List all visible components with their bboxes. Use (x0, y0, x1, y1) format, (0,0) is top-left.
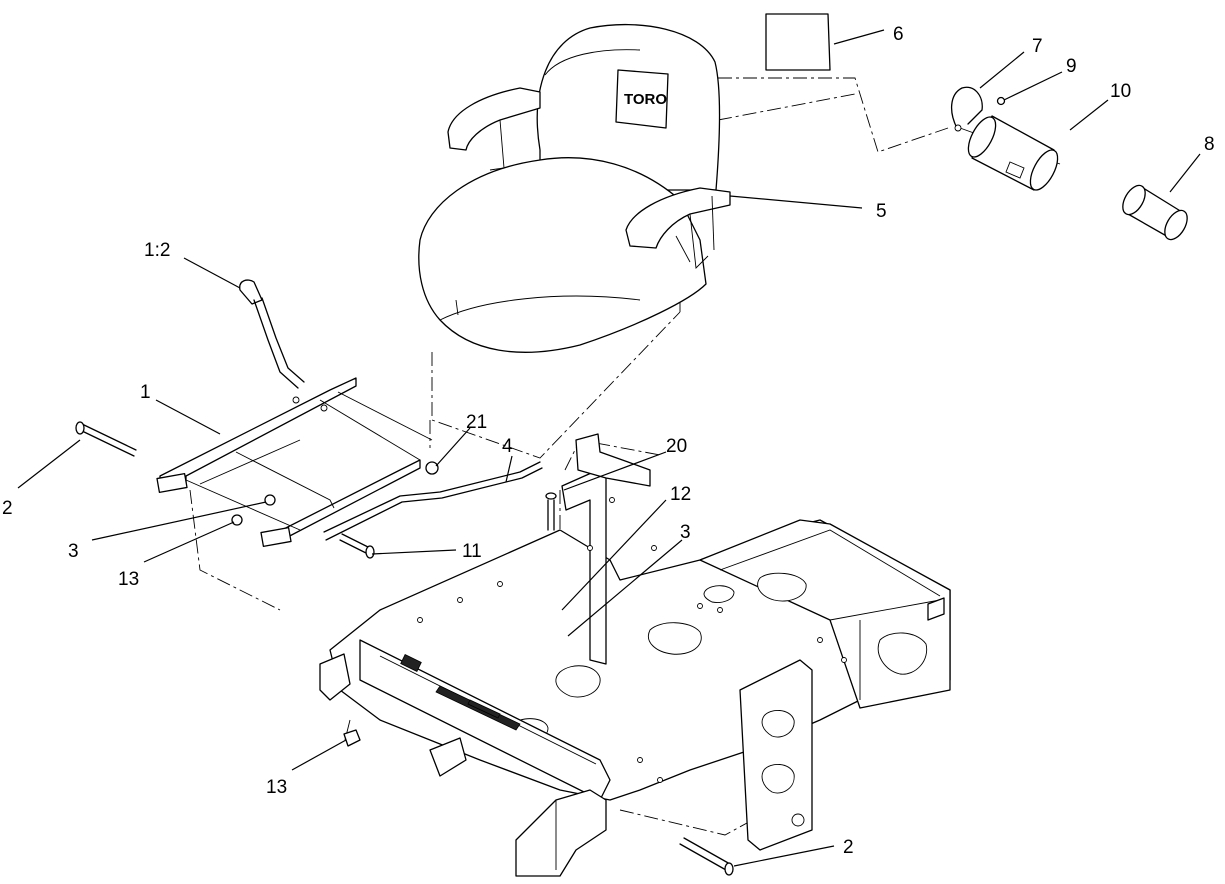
callout-7: 7 (1032, 36, 1043, 57)
part-4-rod[interactable] (323, 461, 543, 541)
callout-20: 20 (666, 436, 687, 457)
callout-3-center: 3 (680, 522, 691, 543)
callout-5: 5 (876, 201, 887, 222)
part-9-screw[interactable] (996, 96, 1006, 106)
callout-3-left: 3 (68, 541, 79, 562)
part-2-bolt-left[interactable] (75, 421, 137, 457)
seat-assembly[interactable]: TORO (418, 23, 731, 353)
part-11-bolt[interactable] (339, 533, 375, 559)
callout-2-left: 2 (2, 498, 13, 519)
part-3-nut-left[interactable] (264, 494, 276, 506)
part-6-plate[interactable] (765, 13, 831, 71)
part-8-cap[interactable] (1118, 182, 1192, 244)
right-armrest (625, 187, 731, 249)
callout-13-bottom: 13 (266, 777, 287, 798)
assembly-lines (189, 77, 1061, 836)
part-20-pin[interactable] (545, 492, 557, 531)
part-10-tube[interactable] (963, 113, 1063, 194)
callout-8: 8 (1204, 134, 1215, 155)
part-2-bolt-right[interactable] (679, 837, 734, 876)
callout-12: 12 (670, 484, 691, 505)
callout-1: 1 (140, 382, 151, 403)
callout-6: 6 (893, 24, 904, 45)
toro-logo-plate (615, 69, 669, 129)
part-1-seat-frame[interactable] (156, 377, 433, 547)
callout-labels: 6 7 9 10 8 5 1:2 1 21 4 20 2 3 13 11 12 … (2, 24, 1215, 858)
part-13-nut-left[interactable] (231, 514, 243, 526)
callout-11: 11 (462, 541, 482, 562)
callout-1-2: 1:2 (144, 240, 170, 261)
callout-10: 10 (1110, 81, 1131, 102)
seat-logo-text: TORO (624, 91, 667, 108)
callout-4: 4 (502, 436, 513, 457)
part-1-2-adjust-handle[interactable] (239, 279, 305, 389)
callout-13-left: 13 (118, 569, 139, 590)
callout-2-right: 2 (843, 837, 854, 858)
callout-21: 21 (466, 412, 487, 433)
leader-lines (17, 29, 1201, 867)
part-13-nut-bottom[interactable] (343, 729, 361, 747)
callout-9: 9 (1066, 56, 1077, 77)
chassis-frame[interactable] (319, 433, 951, 877)
part-21-nut[interactable] (425, 461, 439, 475)
part-7-clip[interactable] (951, 86, 983, 131)
